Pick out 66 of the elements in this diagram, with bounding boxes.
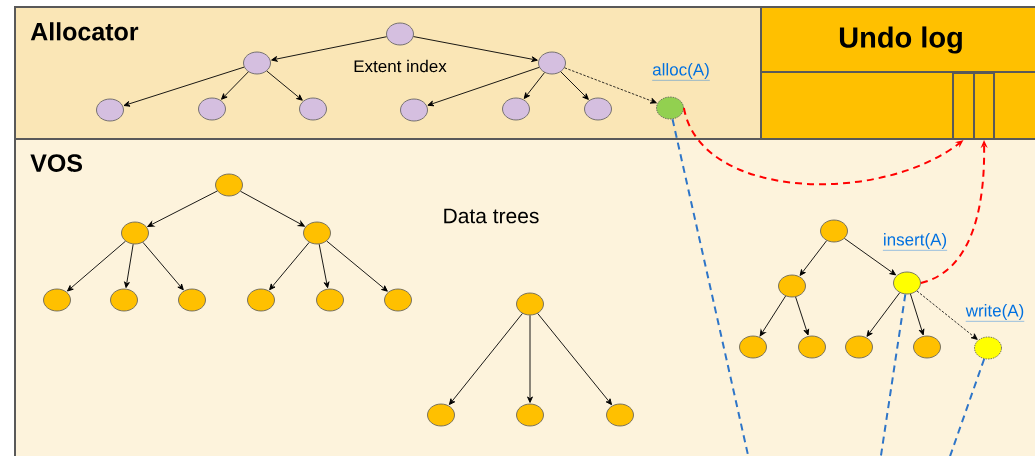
tree-node	[299, 97, 327, 121]
arrow	[527, 314, 533, 403]
tree-node	[893, 271, 921, 295]
caption-text: Extent index	[354, 59, 447, 73]
arrow	[413, 36, 538, 62]
arrow	[147, 190, 218, 227]
tree-node	[798, 335, 826, 359]
tree-node	[178, 288, 206, 312]
tree-node	[121, 221, 149, 245]
tree-node	[820, 219, 848, 243]
tree-node	[243, 51, 271, 75]
tree-node	[974, 336, 1002, 360]
arrow	[844, 238, 897, 276]
arrow	[799, 240, 828, 276]
tree-node	[656, 96, 684, 120]
tree-node	[247, 288, 275, 312]
tree-node	[215, 173, 243, 197]
operation-label: insert(A)	[881, 232, 949, 252]
log-slot	[952, 72, 975, 140]
tree-node	[384, 288, 412, 312]
arrow	[123, 66, 245, 107]
arrow	[427, 66, 540, 107]
arrow	[523, 72, 545, 99]
arrow	[795, 296, 810, 336]
tree-node	[739, 335, 767, 359]
arrow	[326, 240, 388, 292]
tree-node	[198, 97, 226, 121]
tree-node	[110, 288, 138, 312]
arrow	[537, 313, 613, 406]
tree-node	[516, 403, 544, 427]
tree-node	[96, 98, 124, 122]
arrow	[67, 240, 126, 292]
tree-node	[606, 403, 634, 427]
arrow	[271, 36, 387, 62]
arrow	[910, 293, 925, 336]
arrow	[266, 70, 303, 101]
tree-node	[778, 274, 806, 298]
tree-node	[386, 22, 414, 46]
tree-node	[400, 98, 428, 122]
tree-node	[43, 288, 71, 312]
arrow	[221, 71, 249, 100]
arrow	[124, 243, 134, 289]
tree-node	[427, 403, 455, 427]
arrow	[240, 190, 305, 227]
caption-text: Data trees	[444, 208, 539, 224]
arrow	[318, 243, 330, 289]
arrow	[142, 241, 184, 291]
tree-node	[584, 97, 612, 121]
arrow	[269, 241, 310, 291]
arrow	[564, 67, 657, 104]
tree-node	[516, 292, 544, 316]
tree-node	[303, 221, 331, 245]
tree-node	[538, 51, 566, 75]
tree-node	[913, 335, 941, 359]
panel: Undo log	[760, 6, 1035, 140]
log-slot	[973, 72, 995, 140]
tree-node	[502, 97, 530, 121]
arrow	[448, 313, 523, 406]
operation-label: alloc(A)	[651, 62, 711, 82]
tree-node	[316, 288, 344, 312]
arrow	[866, 292, 901, 337]
tree-node	[845, 335, 873, 359]
operation-label: write(A)	[964, 303, 1026, 323]
arrow	[560, 71, 589, 100]
arrow	[759, 295, 786, 337]
arrow	[916, 290, 978, 340]
